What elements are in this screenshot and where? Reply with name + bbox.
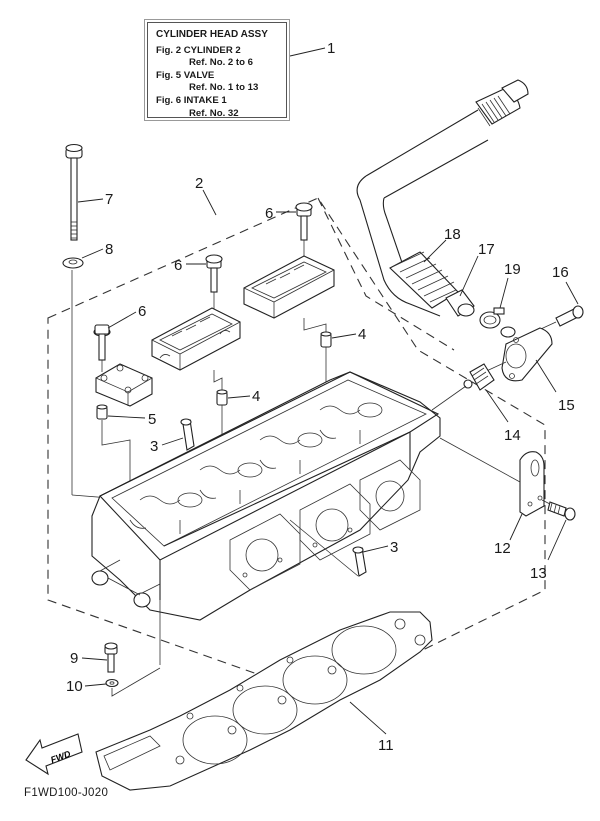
- note-fig-5: Fig. 5 VALVE: [156, 69, 215, 81]
- svg-text:12: 12: [494, 540, 511, 557]
- svg-text:1: 1: [327, 40, 335, 57]
- svg-text:11: 11: [378, 737, 394, 754]
- screw-13[interactable]: 13: [530, 499, 576, 582]
- bearing-cap-middle: [151, 307, 241, 371]
- bracket-12[interactable]: 12: [439, 437, 545, 557]
- figure-code: F1WD100-J020: [24, 787, 109, 799]
- svg-text:6: 6: [265, 205, 273, 222]
- svg-text:6: 6: [174, 257, 182, 274]
- thermostat-14[interactable]: 14: [431, 363, 521, 444]
- note-title: CYLINDER HEAD ASSY: [156, 29, 268, 40]
- dowel-pin-5[interactable]: 5: [96, 404, 156, 520]
- svg-text:17: 17: [478, 241, 495, 258]
- bolt-16[interactable]: 16: [529, 264, 584, 335]
- svg-text:8: 8: [105, 241, 113, 258]
- water-pipe: [356, 79, 529, 317]
- washer-10[interactable]: 10: [66, 667, 161, 697]
- callout-2[interactable]: 2: [195, 175, 217, 216]
- hose-17[interactable]: 17: [445, 241, 495, 317]
- svg-text:16: 16: [552, 264, 569, 281]
- bolt-6-middle[interactable]: 6: [174, 254, 223, 310]
- note-ref-6: Ref. No. 32: [189, 107, 239, 119]
- assembly-note-box: CYLINDER HEAD ASSY Fig. 2 CYLINDER 2 Ref…: [144, 19, 290, 121]
- svg-text:19: 19: [504, 261, 521, 278]
- dowel-pin-4-middle[interactable]: 4: [213, 370, 260, 450]
- head-bolt-7[interactable]: 7: [65, 143, 113, 241]
- sub-assembly-dashed-outline: [47, 197, 546, 699]
- svg-text:15: 15: [558, 397, 575, 414]
- hose-clamp-19[interactable]: 19: [479, 261, 521, 329]
- bearing-cap-small: [95, 363, 153, 407]
- svg-text:4: 4: [252, 388, 260, 405]
- head-gasket-11[interactable]: 11: [95, 611, 433, 791]
- bolt-6-right[interactable]: 6: [265, 202, 313, 258]
- svg-text:14: 14: [504, 427, 521, 444]
- valve-guide-3-upper[interactable]: 3: [150, 418, 199, 491]
- svg-text:18: 18: [444, 226, 461, 243]
- thermostat-cover-15[interactable]: 15: [479, 326, 575, 414]
- svg-text:5: 5: [148, 411, 156, 428]
- svg-text:3: 3: [150, 438, 158, 455]
- svg-text:4: 4: [358, 326, 366, 343]
- svg-text:3: 3: [390, 539, 398, 556]
- forward-direction-arrow: FWD: [25, 733, 83, 776]
- note-ref-2: Ref. No. 2 to 6: [189, 57, 253, 69]
- svg-text:10: 10: [66, 678, 83, 695]
- svg-text:7: 7: [105, 191, 113, 208]
- note-fig-6: Fig. 6 INTAKE 1: [156, 94, 227, 106]
- bolt-9[interactable]: 9: [70, 642, 118, 673]
- dowel-pin-4-right[interactable]: 4: [303, 318, 366, 388]
- note-fig-2: Fig. 2 CYLINDER 2: [156, 44, 241, 56]
- svg-text:2: 2: [195, 175, 203, 192]
- cylinder-head-body: [91, 371, 441, 665]
- note-ref-5: Ref. No. 1 to 13: [189, 82, 259, 94]
- svg-text:6: 6: [138, 303, 146, 320]
- valve-guide-3-lower[interactable]: 3: [289, 519, 398, 577]
- svg-text:13: 13: [530, 565, 547, 582]
- svg-text:9: 9: [70, 650, 78, 667]
- bearing-cap-right: [243, 255, 335, 319]
- bolt-6-left[interactable]: 6: [93, 303, 146, 372]
- callout-1[interactable]: 1: [289, 40, 335, 57]
